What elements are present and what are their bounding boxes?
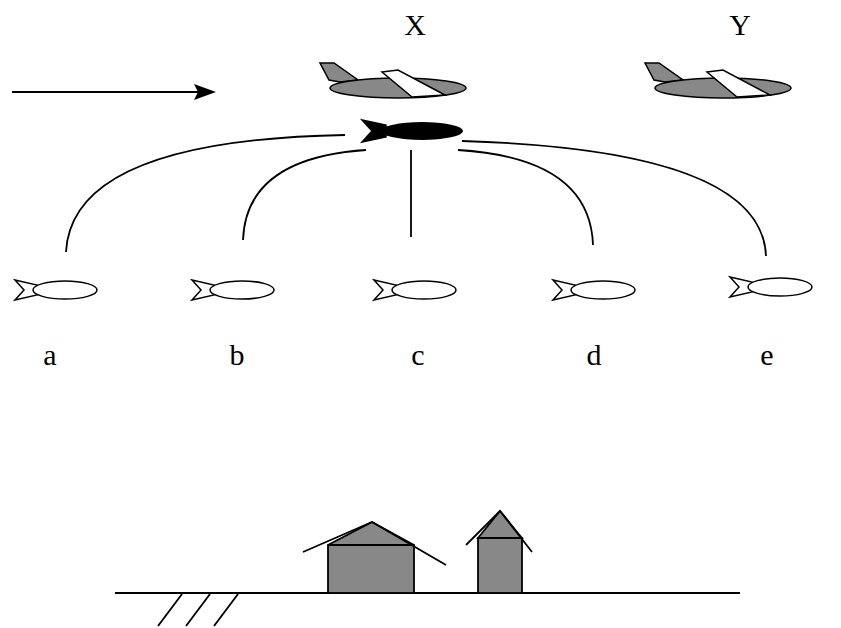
bomb-b xyxy=(192,280,274,300)
plane-y xyxy=(645,63,791,98)
bomb-a xyxy=(15,280,97,300)
trajectories xyxy=(66,135,766,256)
ground xyxy=(115,593,740,626)
point-label: e xyxy=(760,340,773,370)
point-label: d xyxy=(587,340,602,370)
falling-bomb xyxy=(362,120,463,142)
bomb-d xyxy=(553,280,635,300)
direction-arrow xyxy=(12,91,200,93)
houses xyxy=(303,511,532,593)
arrow-head xyxy=(194,84,216,100)
bomb-e xyxy=(730,277,812,297)
point-label: b xyxy=(230,340,245,370)
point-label: X xyxy=(404,10,426,40)
point-label: c xyxy=(411,340,424,370)
point-label: Y xyxy=(729,10,751,40)
bomb-c xyxy=(374,280,456,300)
point-label: a xyxy=(43,340,56,370)
plane-x xyxy=(320,63,466,98)
